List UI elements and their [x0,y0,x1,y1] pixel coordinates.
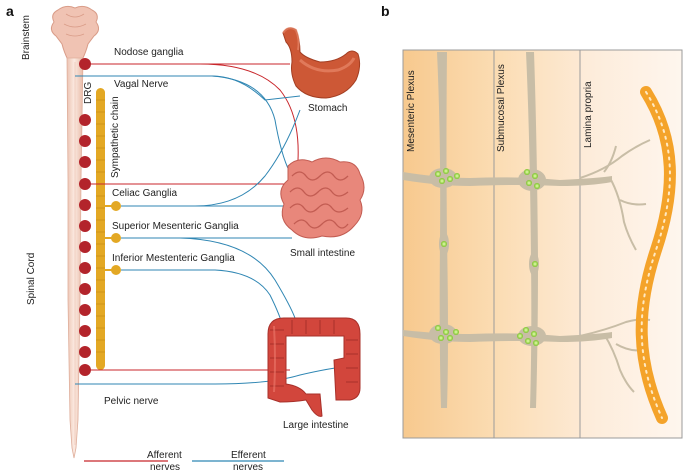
neuron-network [403,52,612,408]
gut-wall-layers [402,49,683,439]
large-intestine-organ [267,317,361,417]
legend-afferent-line2: nerves [150,462,180,473]
legend-afferent-line1: Afferent [147,450,182,461]
label-nodose-ganglia: Nodose ganglia [114,47,184,58]
label-sympathetic-chain: Sympathetic chain [110,96,121,178]
superior-mesenteric-ganglion [104,233,121,243]
label-brainstem: Brainstem [21,15,32,60]
glial-cells [435,168,540,346]
label-pelvic-nerve: Pelvic nerve [104,396,159,407]
panel-a-letter: a [6,3,14,19]
panel-b-letter: b [381,3,390,19]
sympathetic-chain [96,88,105,370]
label-spinal-cord: Spinal Cord [26,253,37,305]
stomach-organ [282,27,361,99]
epithelium-band [635,86,676,424]
legend: Afferent nerves Efferent nerves [84,450,284,473]
drg-column [79,58,91,376]
inferior-mesenteric-ganglion [104,265,121,275]
label-large-intestine: Large intestine [283,420,349,431]
label-small-intestine: Small intestine [290,248,355,259]
nerve-branches [579,139,651,393]
label-inferior-mesenteric-ganglia: Inferior Mestenteric Ganglia [112,253,235,264]
label-submucosal-plexus: Submucosal Plexus [496,64,507,152]
label-lamina-propria: Lamina propria [583,81,594,148]
lamina-propria-layer [580,50,682,438]
label-stomach: Stomach [308,103,347,114]
label-mesenteric-plexus: Mesenteric Plexus [406,70,417,152]
label-drg: DRG [83,82,94,104]
afferent-nerves [91,63,299,371]
legend-efferent-line2: nerves [233,462,263,473]
celiac-ganglion [104,201,121,211]
label-superior-mesenteric-ganglia: Superior Mesenteric Ganglia [112,221,239,232]
label-vagal-nerve: Vagal Nerve [114,79,169,90]
legend-efferent-line1: Efferent [231,450,266,461]
small-intestine-organ [280,157,365,239]
label-celiac-ganglia: Celiac Ganglia [112,188,177,199]
brainstem [50,5,100,61]
